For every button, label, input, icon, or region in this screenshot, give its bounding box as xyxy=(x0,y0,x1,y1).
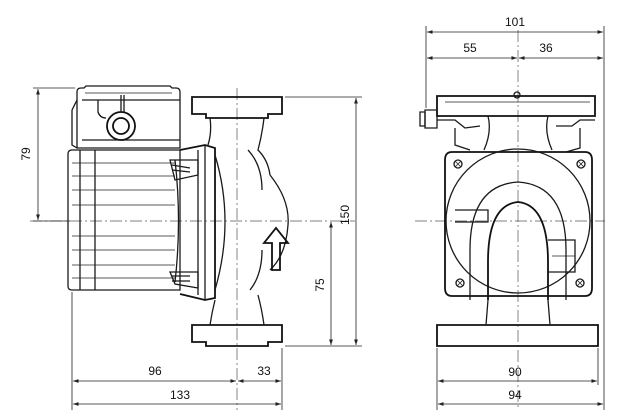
pump-housing xyxy=(191,96,290,347)
front-terminal-box xyxy=(419,91,596,153)
front-screw-bottom-right xyxy=(575,278,585,288)
front-pipe-neck xyxy=(483,115,553,151)
dim-150: 150 xyxy=(338,205,352,225)
dim-133: 133 xyxy=(170,388,190,402)
front-inner-housing xyxy=(445,148,591,300)
front-screw-top-left xyxy=(453,159,463,169)
front-view xyxy=(415,30,605,410)
dim-33: 33 xyxy=(257,364,271,378)
motor-body xyxy=(67,149,181,291)
side-view-dimensions: 79 150 75 96 33 133 xyxy=(19,87,362,410)
clamp-ring xyxy=(169,144,226,301)
dim-79: 79 xyxy=(19,147,33,161)
dim-55: 55 xyxy=(463,41,477,55)
dim-96: 96 xyxy=(148,364,162,378)
front-bottom-flange xyxy=(436,299,599,347)
dim-75: 75 xyxy=(313,278,327,292)
terminal-box xyxy=(71,85,181,149)
dim-36: 36 xyxy=(539,41,553,55)
front-screw-top-right xyxy=(576,159,586,169)
dim-94: 94 xyxy=(508,388,522,402)
side-view xyxy=(30,85,355,410)
front-view-dimensions: 101 55 36 90 94 xyxy=(425,15,605,410)
flow-direction-arrow xyxy=(262,226,290,271)
front-screw-bottom-left xyxy=(455,278,465,288)
cable-gland-inner xyxy=(112,117,130,135)
cable-gland-outer xyxy=(106,111,136,141)
front-motor-outline xyxy=(444,151,593,297)
dim-101: 101 xyxy=(505,15,525,29)
dim-90: 90 xyxy=(508,365,522,379)
